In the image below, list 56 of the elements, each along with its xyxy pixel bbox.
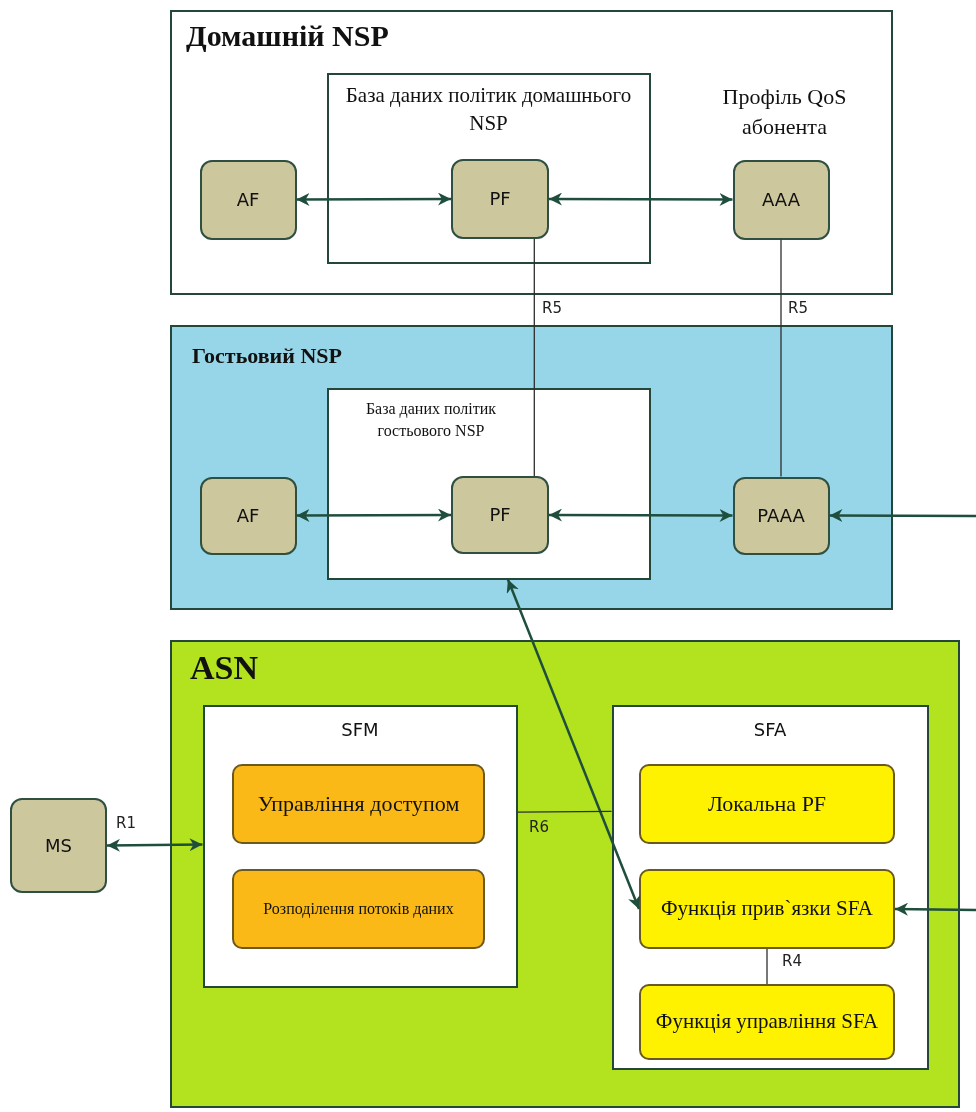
function-box (451, 476, 549, 554)
arrow (549, 192, 733, 206)
box-label: AF (236, 504, 260, 527)
network-zone (170, 10, 893, 295)
zone-title: Гостьовий NSP (192, 343, 342, 370)
connector-line (516, 810, 613, 813)
box-label: Локальна PF (707, 790, 827, 818)
arrow (829, 509, 976, 523)
zone-title: Домашній NSP (186, 18, 389, 54)
edge-label: R6 (528, 818, 550, 836)
panel-title: База даних політик домашнього NSP (344, 81, 633, 137)
zone-title: ASN (190, 648, 259, 688)
edge-label: R5 (541, 299, 563, 317)
arrow (549, 508, 733, 522)
function-box (639, 764, 895, 844)
database-panel (326, 387, 651, 580)
box-label: AF (236, 188, 260, 211)
box-label: PAAA (757, 504, 805, 527)
edge-label: R1 (115, 814, 137, 832)
arrow (895, 902, 976, 916)
arrow (107, 838, 203, 852)
arrow (296, 508, 451, 522)
box-label: Розподілення потоків даних (263, 898, 454, 920)
function-group (611, 704, 929, 1070)
function-box (199, 159, 297, 240)
network-zone (170, 640, 960, 1108)
box-label: MS (45, 834, 72, 857)
function-box (732, 159, 830, 240)
connector-line (533, 238, 535, 477)
edge-label: R5 (787, 299, 809, 317)
function-box (639, 869, 895, 949)
panel-title: База даних політик гостьового NSP (364, 398, 498, 441)
box-label: AAA (762, 188, 800, 211)
function-box (732, 476, 830, 555)
box-label: PF (489, 504, 511, 526)
box-label: Функція прив`язки SFA (661, 896, 873, 922)
function-box (232, 764, 485, 844)
network-zone (170, 325, 893, 610)
group-title: SFM (341, 718, 379, 741)
group-title: SFA (753, 718, 787, 741)
function-box (451, 159, 549, 239)
terminal-box (10, 798, 107, 893)
function-group (202, 704, 518, 988)
caption-text: Профіль QoS абонента (721, 82, 848, 142)
database-panel (326, 72, 651, 264)
box-label: Функція управління SFA (655, 1009, 879, 1035)
arrow (506, 579, 641, 910)
arrow (296, 192, 451, 206)
edge-label: R4 (781, 952, 803, 970)
box-label: PF (489, 188, 511, 210)
box-label: Управління доступом (257, 790, 460, 818)
connector-line (766, 948, 768, 985)
function-box (199, 476, 297, 555)
function-box (232, 869, 485, 949)
function-box (639, 984, 895, 1060)
connector-line (780, 238, 782, 478)
